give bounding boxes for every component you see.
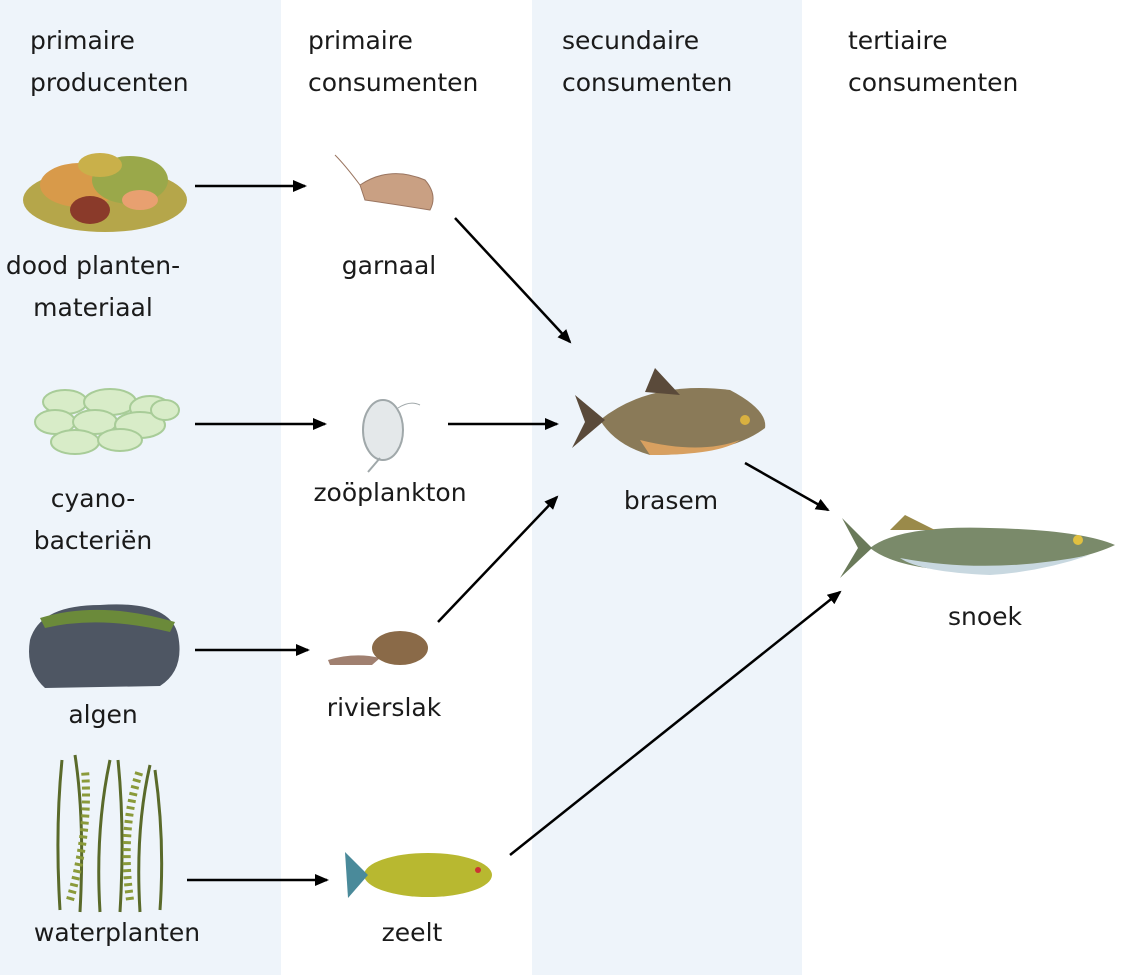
tench-image [345, 852, 492, 898]
header-secondary-consumers: secundaire consumenten [562, 20, 732, 104]
label-zeelt: zeelt [381, 918, 443, 947]
header-tertiary-consumers: tertiaire consumenten [848, 20, 1018, 104]
header-primary-producers: primaire producenten [30, 20, 189, 104]
arrow-rivierslak-to-brasem [437, 495, 559, 623]
river-snail-image [328, 631, 428, 665]
label-brasem: brasem [623, 486, 719, 515]
dead-plant-material-image [23, 153, 187, 232]
cyanobacteria-image [34, 388, 180, 455]
label-algen: algen [68, 700, 138, 729]
header-line: consumenten [308, 68, 479, 97]
label-line: dood planten- [5, 251, 181, 280]
header-line: primaire [30, 26, 135, 55]
waterplants-image [56, 754, 164, 913]
label-waterplanten: waterplanten [33, 918, 201, 947]
label-line: cyano- [50, 484, 136, 513]
label-cyanobacterien: cyano-bacteriën [34, 478, 153, 562]
header-line: consumenten [848, 68, 1019, 97]
label-dood-plantenmateriaal: dood planten-materiaal [6, 245, 180, 329]
header-line: producenten [30, 68, 189, 97]
bream-image [572, 368, 766, 455]
label-line: materiaal [33, 293, 153, 322]
header-line: tertiaire [848, 26, 948, 55]
arrow-zeelt-to-snoek [509, 590, 842, 856]
label-zooplankton: zoöplankton [313, 478, 467, 507]
label-snoek: snoek [947, 602, 1023, 631]
arrow-garnaal-to-brasem [454, 217, 572, 344]
pike-image [840, 515, 1115, 578]
header-primary-consumers: primaire consumenten [308, 20, 478, 104]
label-garnaal: garnaal [341, 251, 437, 280]
label-line: bacteriën [33, 526, 153, 555]
label-rivierslak: rivierslak [326, 693, 442, 722]
arrow-brasem-to-snoek [744, 461, 830, 512]
header-line: secundaire [562, 26, 700, 55]
header-line: consumenten [562, 68, 733, 97]
algae-rock-image [29, 604, 180, 688]
column-band-secondary [532, 0, 802, 975]
shrimp-image [334, 154, 434, 211]
zooplankton-image [362, 399, 421, 473]
header-line: primaire [308, 26, 413, 55]
